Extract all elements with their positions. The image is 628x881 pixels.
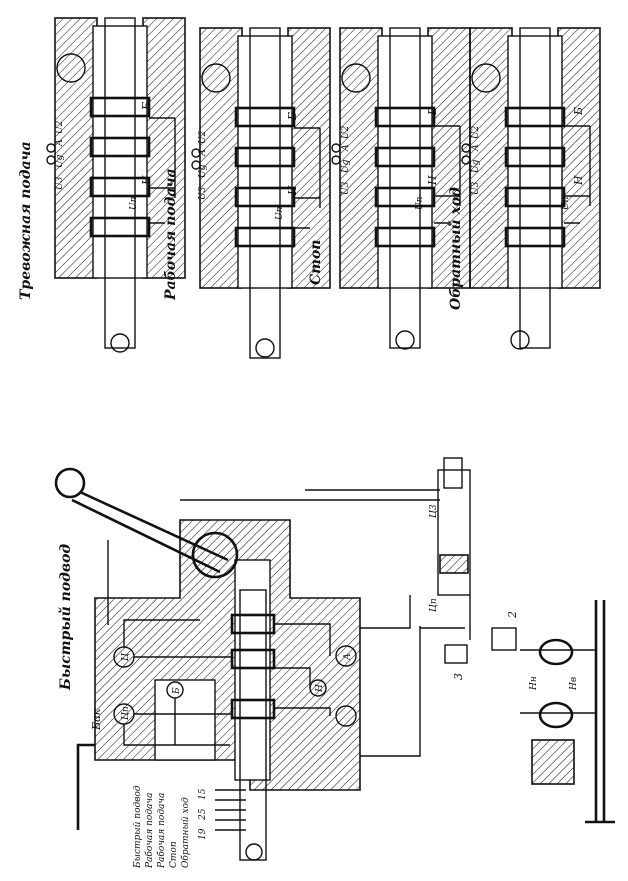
main-scheme	[54, 457, 615, 861]
port-circle	[335, 705, 357, 727]
circle-label: А	[343, 653, 353, 661]
svg-text:Ц3: Ц3	[429, 504, 439, 518]
label-ug: Ug	[198, 164, 208, 178]
pump-hv	[538, 701, 574, 729]
position-view-stop	[331, 27, 471, 350]
tank-rail	[585, 600, 615, 824]
valve-body	[94, 519, 361, 791]
svg-text:Бак: Бак	[90, 708, 103, 731]
scale-item: Стоп	[169, 841, 179, 868]
view-title-working-feed: Рабочая подача	[163, 168, 179, 301]
label-u2: U2	[471, 125, 481, 139]
lever-knob	[54, 467, 86, 499]
label-ug: Ug	[341, 159, 351, 173]
label-a: А	[198, 149, 208, 157]
scale-item: Рабочая подача	[156, 793, 167, 869]
scale-item: Обратный ход	[180, 797, 191, 868]
scale-number: 15	[198, 788, 208, 800]
tank-return	[76, 743, 95, 830]
motor	[531, 739, 575, 785]
label-a: А	[341, 144, 351, 152]
label-u3: U3	[341, 181, 351, 195]
label-u3: U3	[198, 186, 208, 200]
label-bak: Бак	[90, 708, 103, 731]
cylinder-label: Ц3	[429, 504, 439, 518]
pump-label-hn: Нн	[529, 676, 539, 691]
scale-item: Рабочая подача	[144, 793, 155, 869]
svg-text:Цп: Цп	[429, 598, 439, 612]
main-title: Быстрый подвод	[57, 544, 74, 691]
label-ug: Ug	[471, 159, 481, 173]
circle-label: Ц	[121, 652, 131, 661]
view-title-reverse: Обратный ход	[447, 187, 464, 310]
port-circle	[335, 645, 357, 667]
valve-2	[491, 627, 517, 651]
label-a: А	[471, 144, 481, 152]
label-up: Uп	[561, 196, 571, 210]
cylinder-port-label: Цп	[429, 598, 439, 612]
position-view-fast-feed	[46, 17, 186, 353]
circle-label: Б	[172, 687, 182, 695]
label-h: Н	[140, 175, 153, 186]
view-title-fast-feed: Тревожная подача	[18, 141, 34, 300]
label-up: Uп	[129, 196, 139, 210]
label-b: Б	[286, 112, 299, 121]
label-a: А	[55, 139, 65, 147]
label-h: Н	[572, 175, 585, 186]
position-view-reverse	[461, 27, 601, 350]
label-u2: U2	[341, 125, 351, 139]
label-u2: U2	[55, 120, 65, 134]
view-title-stop: Стоп	[308, 240, 324, 285]
pump-label-hv: Нв	[569, 677, 579, 691]
position-view-working-feed	[191, 27, 331, 359]
svg-text:Стоп: Стоп	[308, 240, 324, 285]
label-h: Н	[286, 185, 299, 196]
svg-text:Быстрый подвод: Быстрый подвод	[57, 544, 74, 691]
cylinder-u3	[437, 469, 471, 596]
circle-label: Н	[315, 684, 325, 693]
cam-disk	[191, 531, 239, 579]
svg-text:Тревожная подача: Тревожная подача	[18, 141, 34, 300]
circle-label: Цп	[121, 706, 131, 720]
pump-hn	[538, 638, 574, 666]
label-h: Н	[426, 175, 439, 186]
label-u3: U3	[55, 176, 65, 190]
scale-number: 19	[198, 828, 208, 840]
label-up: Uп	[415, 196, 425, 210]
label-u3: U3	[471, 181, 481, 195]
scale-item: Быстрый подвод	[133, 785, 143, 869]
valve-3	[444, 644, 468, 664]
label-b: Б	[426, 107, 439, 116]
valve-number: 2	[506, 611, 519, 619]
label-up: Uп	[275, 206, 285, 220]
label-u2: U2	[198, 130, 208, 144]
svg-text:Обратный ход: Обратный ход	[447, 187, 464, 310]
svg-text:Рабочая подача: Рабочая подача	[163, 168, 179, 301]
label-b: Б	[572, 107, 585, 116]
pump-block	[154, 679, 216, 761]
position-scale: Быстрый подвод Рабочая подача Рабочая по…	[133, 785, 208, 869]
valve-number: 3	[452, 673, 465, 680]
label-ug: Ug	[55, 154, 65, 168]
scale-number: 25	[198, 808, 208, 821]
label-b: Б	[140, 102, 153, 111]
